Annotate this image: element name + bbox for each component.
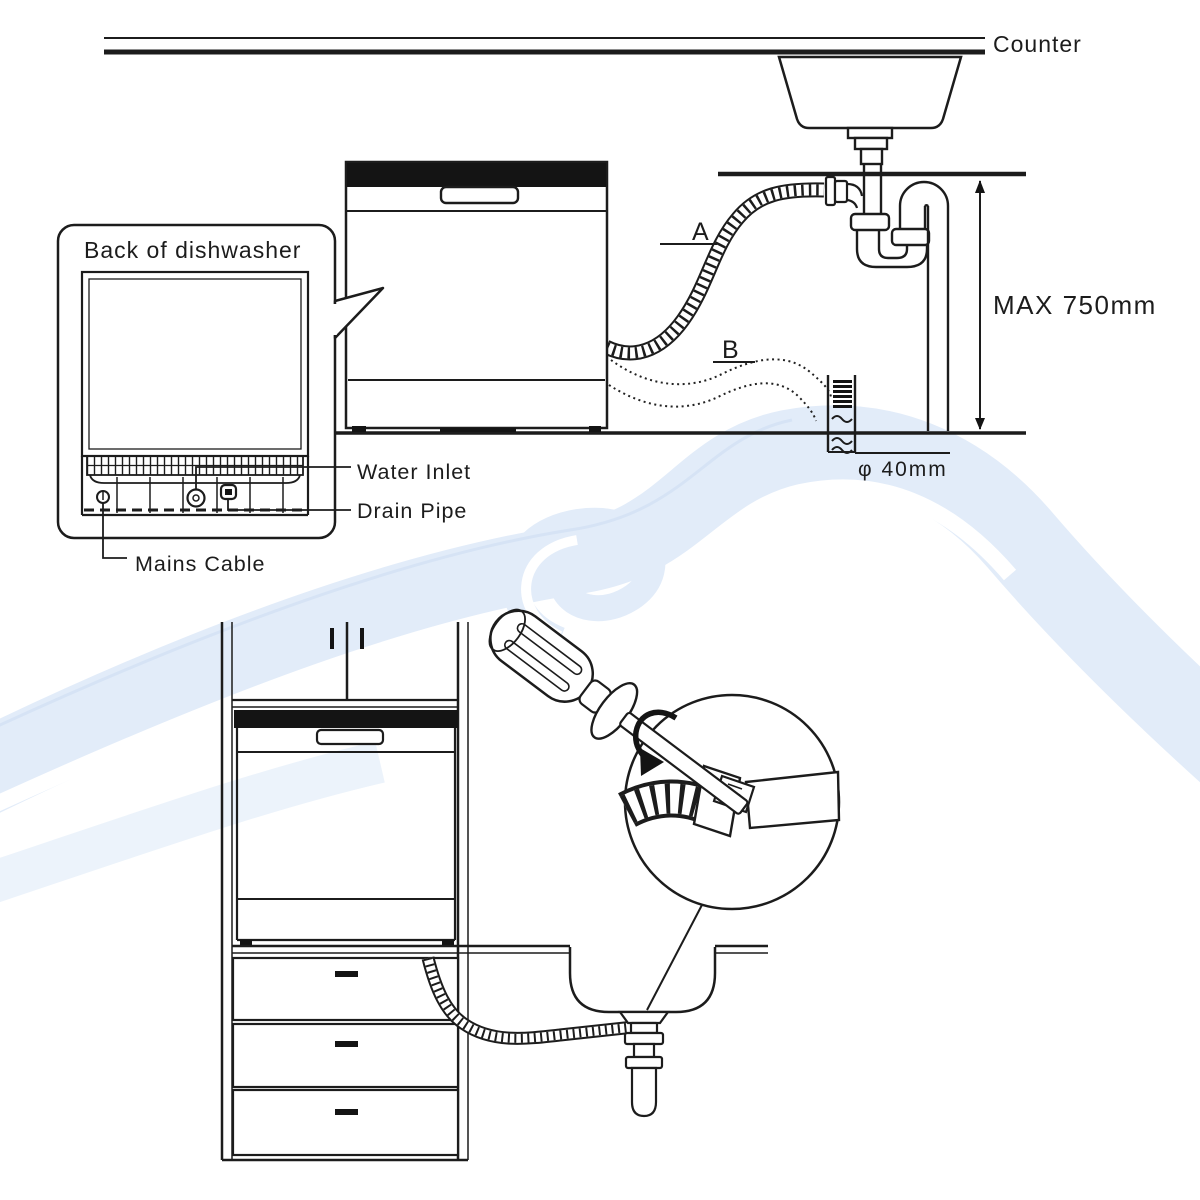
counter-label: Counter <box>993 31 1082 57</box>
water-inlet-label: Water Inlet <box>357 460 471 484</box>
water-inlet-leader <box>195 466 351 489</box>
drawer-handle <box>335 1109 358 1115</box>
upper-door-handle-right <box>360 628 364 649</box>
mains-cable-connector <box>96 490 110 504</box>
drawer-handle <box>335 1041 358 1047</box>
screwdriver-shaft <box>619 711 749 815</box>
p-trap <box>849 180 950 431</box>
mains-cable-label: Mains Cable <box>135 552 266 576</box>
max-height-label: MAX 750mm <box>993 290 1157 320</box>
dimension-max-height <box>975 180 985 430</box>
sink-bottom <box>568 947 717 1118</box>
dishwasher-front <box>344 160 609 432</box>
hose-end-hatch <box>833 380 852 408</box>
upper-door-handle-left <box>330 628 334 649</box>
hose-b-label: B <box>722 336 739 364</box>
rotation-arrow-icon <box>633 709 678 776</box>
arrow-down-icon <box>975 418 985 430</box>
standpipe-diameter-label: φ 40mm <box>858 458 948 481</box>
mains-cable-leader <box>102 503 127 559</box>
bottom-diagram <box>220 608 841 1162</box>
drain-hose-a <box>602 175 864 361</box>
drawer <box>231 956 460 1022</box>
counter-top <box>104 37 985 55</box>
drawer-stack <box>231 956 460 1157</box>
detail-pointer-line <box>646 902 704 1011</box>
counter-bottom <box>232 944 768 954</box>
arrow-up-icon <box>975 180 985 193</box>
back-panel-drawing <box>80 270 310 517</box>
drain-hose-bottom <box>421 956 635 1045</box>
drawer <box>231 1088 460 1157</box>
standpipe <box>826 375 950 454</box>
drawer <box>231 1022 460 1089</box>
water-inlet-connector <box>186 488 206 508</box>
hose-a-label: A <box>692 218 709 246</box>
back-panel-title: Back of dishwasher <box>84 237 301 263</box>
drain-pipe-leader <box>227 499 351 511</box>
sink-top <box>777 55 963 215</box>
screwdriver <box>488 608 749 815</box>
drain-pipe-connector <box>219 483 238 501</box>
top-diagram: Counter A B MAX 750mm φ 40mm Back of dis… <box>56 31 1157 576</box>
drain-pipe-label: Drain Pipe <box>357 499 467 523</box>
drawer-handle <box>335 971 358 977</box>
back-of-dishwasher-callout <box>56 223 385 559</box>
drain-connector-pipe <box>744 770 841 830</box>
dishwasher-in-cabinet <box>234 710 458 946</box>
